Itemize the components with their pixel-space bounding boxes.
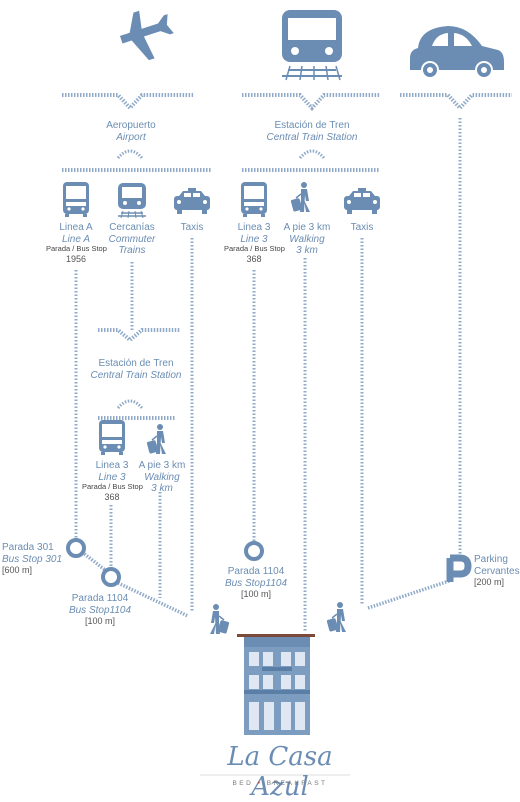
walk-train-label: A pie 3 km Walking 3 km <box>283 222 331 256</box>
stop-1104-mid-label: Parada 1104 Bus Stop1104 [100 m] <box>224 566 288 599</box>
parking-label: Parking Cervantes [200 m] <box>474 554 520 587</box>
walker-icon-train <box>289 181 311 213</box>
car-icon <box>410 26 504 79</box>
bus-icon-line-3 <box>241 182 267 217</box>
taxis-airport-label: Taxis <box>180 222 204 233</box>
branch-bars <box>62 168 380 343</box>
mid-walk-label: A pie 3 km Walking 3 km <box>138 460 186 494</box>
brand-sub-right: BREAKFAST <box>266 780 328 787</box>
train-station-label: Estación de Tren Central Train Station <box>266 120 358 143</box>
walker-icon-left-arrival <box>209 603 231 635</box>
car-bar <box>400 93 512 111</box>
train-bar <box>242 93 380 111</box>
line-a-label: Linea A Line A Parada / Bus Stop 1956 <box>46 222 107 264</box>
taxi-icon-train <box>344 188 380 214</box>
taxis-train-label: Taxis <box>350 222 374 233</box>
brand-sub-dot: • <box>257 780 263 787</box>
stop-1104-mid-marker <box>244 541 264 561</box>
house-icon <box>237 634 315 735</box>
line-3-label: Linea 3 Line 3 Parada / Bus Stop 368 <box>224 222 285 264</box>
bus-icon-mid-line-3 <box>99 420 125 455</box>
bus-icon-line-a <box>63 182 89 217</box>
stop-1104-left-marker <box>101 567 121 587</box>
stop-1104-left-label: Parada 1104 Bus Stop1104 [100 m] <box>68 593 132 626</box>
airplane-icon <box>119 10 174 61</box>
train-arch <box>298 149 326 160</box>
airport-bar <box>62 93 194 111</box>
airport-label: Aeropuerto Airport <box>106 120 156 143</box>
walker-icon-mid <box>145 423 167 455</box>
route-lines <box>74 118 462 632</box>
parking-icon <box>446 554 472 582</box>
brand-sub-left: BED <box>232 780 254 787</box>
brand-name: La Casa Azul <box>227 742 333 802</box>
cercanias-label: Cercanías Commuter Trains <box>108 222 156 256</box>
mid-arch <box>116 399 144 410</box>
train-icon-cercanias <box>117 182 147 219</box>
stop-301-marker <box>66 538 86 558</box>
brand-subtitle: BED • BREAKFAST <box>200 780 360 787</box>
mid-station-label: Estación de Tren Central Train Station <box>90 358 182 381</box>
walker-icon-right-arrival <box>325 601 347 633</box>
taxi-icon-airport <box>174 188 210 214</box>
mid-line-3-label: Linea 3 Line 3 Parada / Bus Stop 368 <box>82 460 143 502</box>
diagonal-routes <box>80 550 453 618</box>
airport-arch <box>116 149 144 160</box>
stop-301-label: Parada 301 Bus Stop 301 [600 m] <box>2 542 63 575</box>
train-icon <box>282 10 342 81</box>
